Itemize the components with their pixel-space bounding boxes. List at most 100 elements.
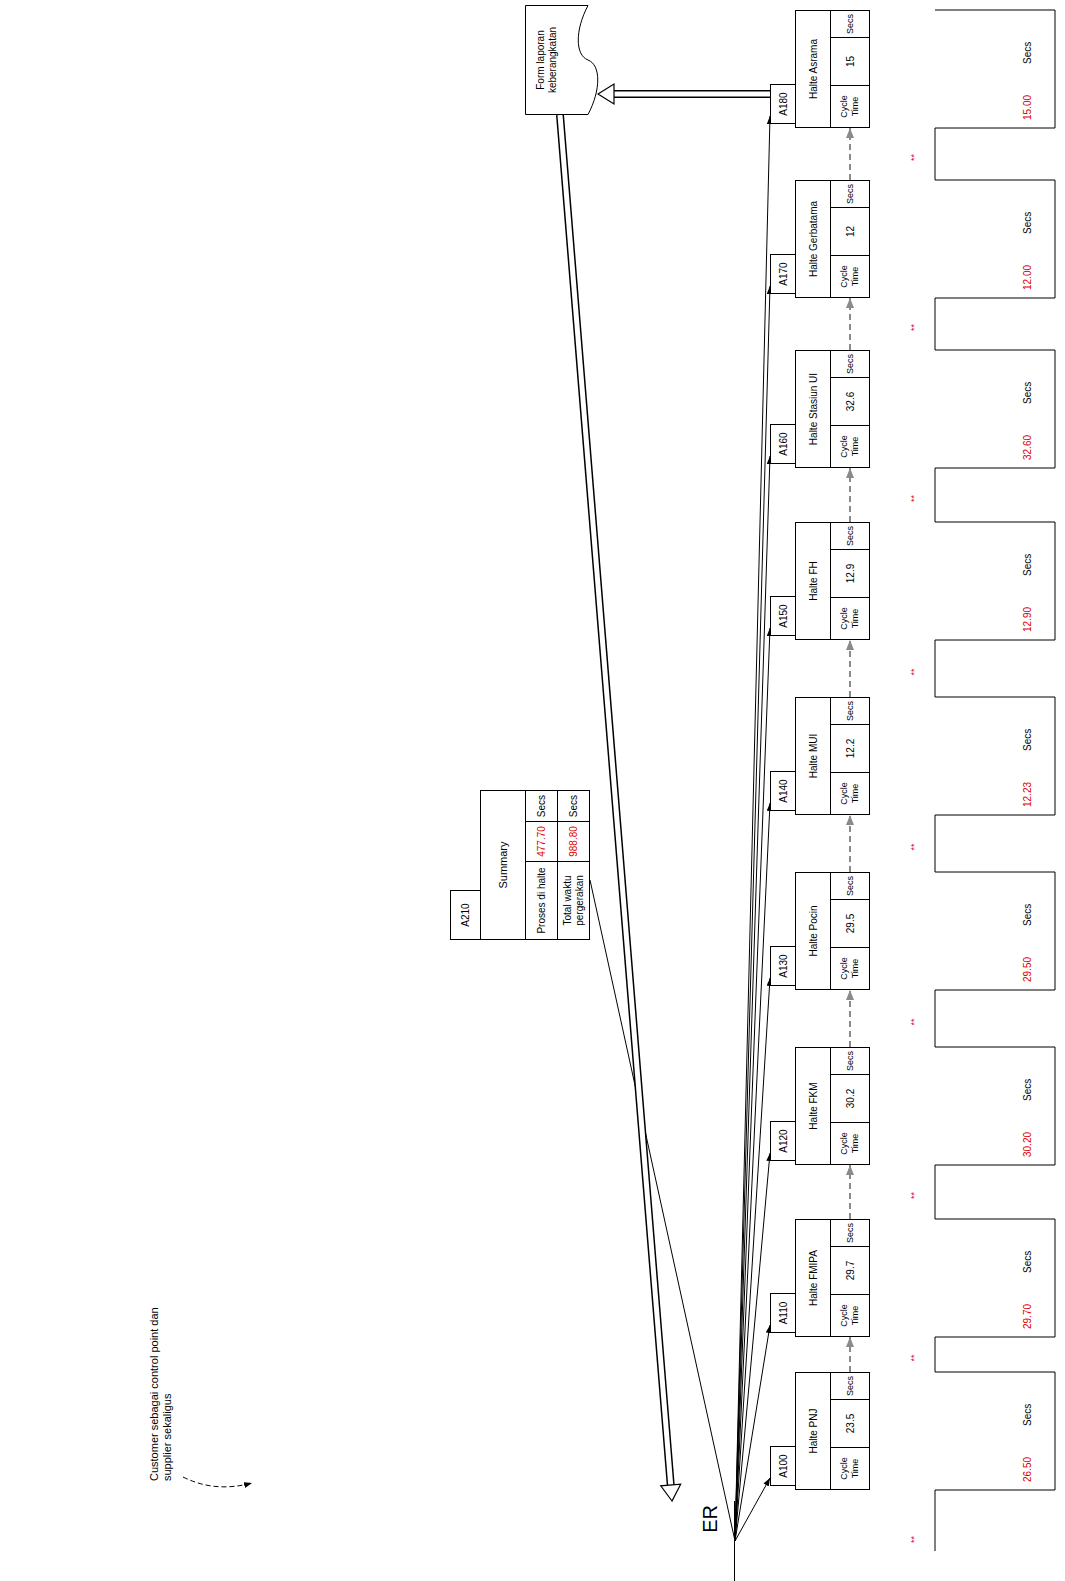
- table-cell: 12.9: [831, 549, 869, 597]
- timeline-value: 29.70: [1022, 1304, 1033, 1329]
- time-unit: Secs: [845, 701, 855, 721]
- timeline-value: 32.60: [1022, 435, 1033, 460]
- timeline-value: 30.20: [1022, 1132, 1033, 1157]
- time-unit: Secs: [845, 354, 855, 374]
- stop-name: Halte PNJ: [808, 1409, 819, 1454]
- process-id-tab: A100: [770, 1446, 795, 1486]
- stop-name: Halte Stasiun UI: [808, 373, 819, 445]
- push-arrow: [849, 1337, 851, 1372]
- process-id: A110: [778, 1302, 789, 1325]
- information-line: [735, 286, 770, 1541]
- timeline-mark: **: [909, 1536, 919, 1543]
- time-unit: Secs: [845, 184, 855, 204]
- table-cell: Secs: [831, 1373, 869, 1399]
- push-arrow: [849, 815, 851, 872]
- process-id: A180: [778, 92, 789, 115]
- process-id: A160: [778, 432, 789, 455]
- table-cell: Cycle Time: [831, 1294, 869, 1336]
- cycle-time-label: Cycle Time: [839, 1295, 861, 1336]
- table-cell: 477.70: [526, 821, 557, 861]
- timeline-value: 15.00: [1022, 95, 1033, 120]
- cycle-time-value: 29.5: [845, 914, 856, 933]
- process-box: A140Halte MUICycle Time12.2Secs: [770, 697, 870, 815]
- table-cell: 23.5: [831, 1399, 869, 1447]
- summary-id: A210: [460, 903, 471, 926]
- table-cell: Cycle Time: [831, 255, 869, 297]
- information-line: [590, 880, 735, 1541]
- table-cell: 29.5: [831, 899, 869, 947]
- process-id: A100: [778, 1454, 789, 1477]
- process-body: Halte FHCycle Time12.9Secs: [795, 522, 870, 640]
- push-arrow: [849, 1165, 851, 1219]
- cycle-time-label: Cycle Time: [839, 256, 861, 297]
- process-title-cell: Halte PNJ: [796, 1373, 831, 1489]
- cycle-time-value: 29.7: [845, 1261, 856, 1280]
- timeline-mark: **: [909, 1354, 919, 1361]
- timeline-unit: Secs: [1022, 1251, 1033, 1273]
- process-id-tab: A160: [770, 424, 795, 464]
- process-title-cell: Halte MUI: [796, 698, 831, 814]
- cycle-time-value: 32.6: [845, 392, 856, 411]
- process-id: A120: [778, 1129, 789, 1152]
- connector: [560, 115, 681, 1501]
- table-cell: Secs: [831, 351, 869, 377]
- table-cell: Total waktu pergerakan: [558, 861, 589, 939]
- timeline-mark: **: [909, 1192, 919, 1199]
- hollow-arrowhead: [661, 1484, 681, 1501]
- push-arrow: [849, 298, 851, 350]
- table-cell: Proses di halte: [526, 861, 557, 939]
- table-cell: 12: [831, 207, 869, 255]
- table-cell: Cycle Time: [831, 85, 869, 127]
- cycle-time-row: Cycle Time29.5Secs: [831, 873, 869, 989]
- push-arrow: [849, 640, 851, 697]
- cycle-time-value: 15: [845, 56, 856, 67]
- process-id-tab: A110: [770, 1293, 795, 1333]
- cycle-time-label: Cycle Time: [839, 1448, 861, 1489]
- time-unit: Secs: [536, 795, 547, 817]
- document-shape: Form laporan keberangkatan: [525, 5, 598, 115]
- process-body: Halte PNJ Cycle Time 23.5 Secs: [795, 1372, 870, 1490]
- connector: [850, 815, 851, 872]
- information-line: [735, 456, 770, 1541]
- connector: [850, 128, 851, 180]
- table-cell: Cycle Time: [831, 1447, 869, 1489]
- connector: [850, 1337, 851, 1372]
- timeline-unit: Secs: [1022, 729, 1033, 751]
- timeline-value: 12.90: [1022, 607, 1033, 632]
- process-box: A110Halte FMIPACycle Time29.7Secs: [770, 1219, 870, 1337]
- metric-name: Total waktu pergerakan: [562, 864, 586, 937]
- process-box: A130Halte PocinCycle Time29.5Secs: [770, 872, 870, 990]
- cycle-time-value: 12.2: [845, 739, 856, 758]
- cycle-time-value: 30.2: [845, 1089, 856, 1108]
- process-title-cell: Halte Asrama: [796, 11, 831, 127]
- timeline-value: 12.00: [1022, 265, 1033, 290]
- time-unit: Secs: [845, 1376, 855, 1396]
- document-title: Form laporan keberangkatan: [535, 27, 558, 93]
- annotation-note: Customer sebagai control point dan suppl…: [148, 1276, 174, 1481]
- hollow-arrow-outline: [560, 115, 671, 1485]
- cycle-time-value: 23.5: [845, 1414, 856, 1433]
- table-cell: Cycle Time: [831, 597, 869, 639]
- time-unit: Secs: [845, 1223, 855, 1243]
- process-box: A160 Halte Stasiun UI Cycle Time 32.6 Secs: [770, 350, 870, 468]
- cycle-time-row: Cycle Time 29.7 Secs: [831, 1220, 869, 1336]
- cycle-time-label: Cycle Time: [839, 426, 861, 467]
- information-line: [735, 116, 770, 1541]
- metric-value: 988.80: [568, 826, 579, 857]
- process-id: A140: [778, 779, 789, 802]
- process-id-tab: A140: [770, 771, 795, 811]
- table-cell: 29.7: [831, 1246, 869, 1294]
- cycle-time-label: Cycle Time: [839, 86, 861, 127]
- table-cell: Cycle Time: [831, 947, 869, 989]
- hollow-arrow-inner: [560, 115, 671, 1485]
- cycle-time-label: Cycle Time: [839, 598, 861, 639]
- table-cell: Secs: [526, 791, 557, 821]
- timeline-unit: Secs: [1022, 1404, 1033, 1426]
- timeline-value: 12.23: [1022, 782, 1033, 807]
- time-unit: Secs: [845, 1051, 855, 1071]
- timeline-mark: **: [909, 324, 919, 331]
- cycle-time-row: Cycle Time12.2Secs: [831, 698, 869, 814]
- timeline-unit: Secs: [1022, 1079, 1033, 1101]
- process-body: Halte FKMCycle Time30.2Secs: [795, 1047, 870, 1165]
